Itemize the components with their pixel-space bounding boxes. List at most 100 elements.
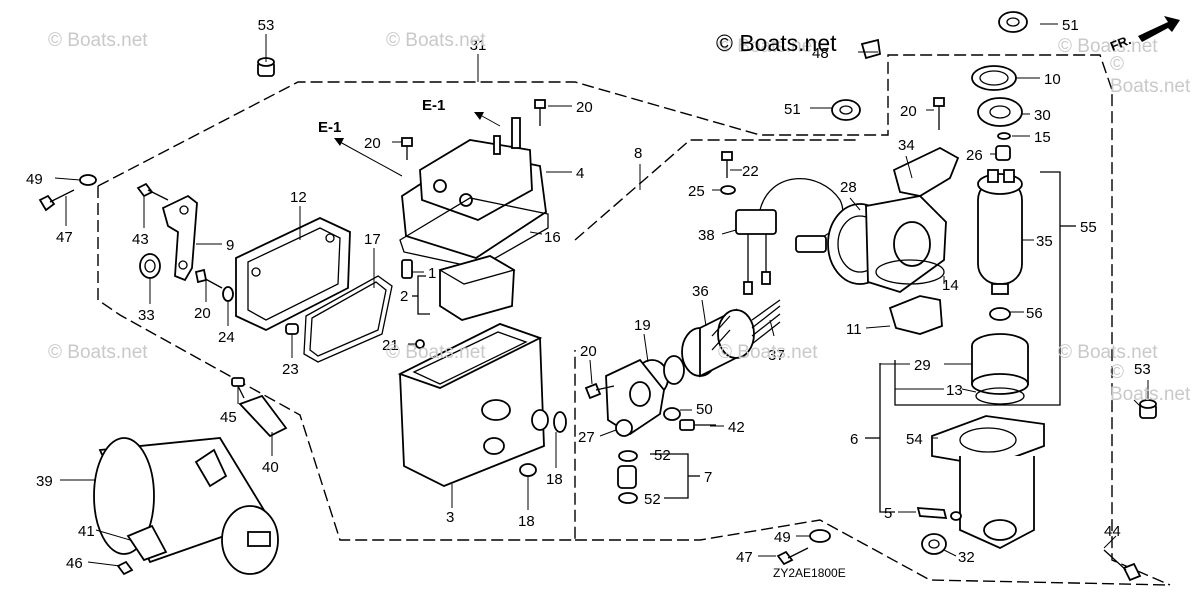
callout-25: 25 — [688, 183, 705, 200]
callout-47: 47 — [736, 549, 753, 566]
callout-26: 26 — [966, 147, 983, 164]
bolt-part-44 — [1103, 549, 1142, 582]
callout-56: 56 — [1026, 305, 1043, 322]
callout-20: 20 — [900, 103, 917, 120]
reference-e1-top: E-1 — [422, 97, 445, 114]
bolt-part-47 — [38, 174, 97, 212]
callout-24: 24 — [218, 329, 235, 346]
bracket-part-34 — [892, 146, 960, 197]
callout-51: 51 — [784, 101, 801, 118]
top-cover-part-4 — [401, 117, 547, 259]
callout-15: 15 — [1034, 129, 1051, 146]
callout-2: 2 — [400, 288, 408, 305]
callout-18: 18 — [546, 471, 563, 488]
callout-33: 33 — [138, 307, 155, 324]
washer-part-50 — [663, 407, 681, 421]
callout-20: 20 — [580, 343, 597, 360]
leader-lines — [54, 23, 1149, 567]
bolt-part-43 — [136, 182, 169, 201]
bolt-part-20-left — [194, 268, 234, 302]
callout-20: 20 — [364, 135, 381, 152]
callout-30: 30 — [1034, 107, 1051, 124]
filter-part-39 — [93, 437, 279, 575]
bolt-part-53 — [257, 57, 275, 77]
bolt-part-47-right — [776, 547, 809, 566]
clip-part-48 — [860, 38, 882, 60]
o-ring-part-13 — [975, 387, 1025, 405]
fuel-pump-part-35 — [977, 169, 1023, 295]
housing-part-28 — [827, 195, 947, 293]
callout-13: 13 — [946, 382, 963, 399]
bolt-part-20-mid — [584, 382, 615, 400]
callout-42: 42 — [728, 419, 745, 436]
spring-part-37 — [751, 299, 781, 345]
callout-29: 29 — [914, 357, 931, 374]
callout-8: 8 — [634, 145, 642, 162]
screw-part-5 — [916, 507, 962, 521]
watermark: © Boats.net — [48, 30, 148, 51]
callout-46: 46 — [66, 555, 83, 572]
callout-18: 18 — [518, 513, 535, 530]
callout-21: 21 — [382, 337, 399, 354]
dowel-part-23 — [285, 323, 299, 335]
diagram-code: ZY2AE1800E — [773, 566, 846, 580]
collar-part-26 — [995, 145, 1011, 161]
watermark: © Boats.net — [48, 342, 148, 363]
callout-54: 54 — [906, 431, 923, 448]
callout-3: 3 — [446, 509, 454, 526]
callout-1: 1 — [428, 265, 436, 282]
o-ring-part-15 — [997, 132, 1011, 140]
callout-40: 40 — [262, 459, 279, 476]
callout-14: 14 — [942, 277, 959, 294]
callout-36: 36 — [692, 283, 709, 300]
callout-12: 12 — [290, 189, 307, 206]
front-direction-arrow-icon — [1138, 16, 1180, 42]
callout-9: 9 — [226, 237, 234, 254]
gasket-part-17 — [303, 275, 393, 363]
assembly-outline — [97, 54, 1171, 586]
callout-39: 39 — [36, 473, 53, 490]
callout-48: 48 — [812, 45, 829, 62]
callout-7: 7 — [704, 469, 712, 486]
filter-cup-part-27 — [605, 358, 665, 437]
callout-17: 17 — [364, 231, 381, 248]
callout-51: 51 — [1062, 17, 1079, 34]
washer-part-25 — [720, 185, 736, 195]
grommet-part-33 — [139, 253, 161, 279]
callout-35: 35 — [1036, 233, 1053, 250]
float-part-2 — [438, 255, 516, 321]
washer-part-49-right — [809, 529, 831, 543]
callout-34: 34 — [898, 137, 915, 154]
callout-53: 53 — [1134, 361, 1151, 378]
bolt-part-46 — [116, 560, 134, 576]
needle-valve-part-1 — [401, 259, 413, 279]
callout-52: 52 — [654, 447, 671, 464]
callout-27: 27 — [578, 429, 595, 446]
reference-e1-left: E-1 — [318, 119, 341, 136]
watermark: © Boats.net — [386, 30, 486, 51]
callout-43: 43 — [132, 231, 149, 248]
watermark: © Boats.net — [386, 342, 486, 363]
watermark: © Boats.net — [1110, 54, 1191, 97]
callout-32: 32 — [958, 549, 975, 566]
bracket-part-9 — [161, 194, 198, 282]
grommet-part-51-left — [831, 99, 861, 121]
housing-part-54 — [931, 415, 1045, 550]
group-frame-6 — [865, 363, 895, 513]
watermark: © Boats.net — [718, 36, 818, 57]
copyright-text: © Boats.net — [716, 30, 837, 56]
callout-52: 52 — [644, 491, 661, 508]
watermark: © Boats.net — [1058, 36, 1158, 57]
group-bracket-7 — [650, 453, 700, 499]
callout-41: 41 — [78, 523, 95, 540]
callout-49: 49 — [774, 529, 791, 546]
callout-55: 55 — [1080, 219, 1097, 236]
grommet-part-32 — [921, 533, 947, 555]
bolt-part-42 — [679, 419, 716, 431]
seal-part-56 — [989, 307, 1011, 321]
plate-part-12 — [235, 217, 351, 332]
callout-5: 5 — [884, 505, 892, 522]
callout-50: 50 — [696, 401, 713, 418]
callout-10: 10 — [1044, 71, 1061, 88]
watermark: © Boats.net — [1110, 362, 1191, 405]
